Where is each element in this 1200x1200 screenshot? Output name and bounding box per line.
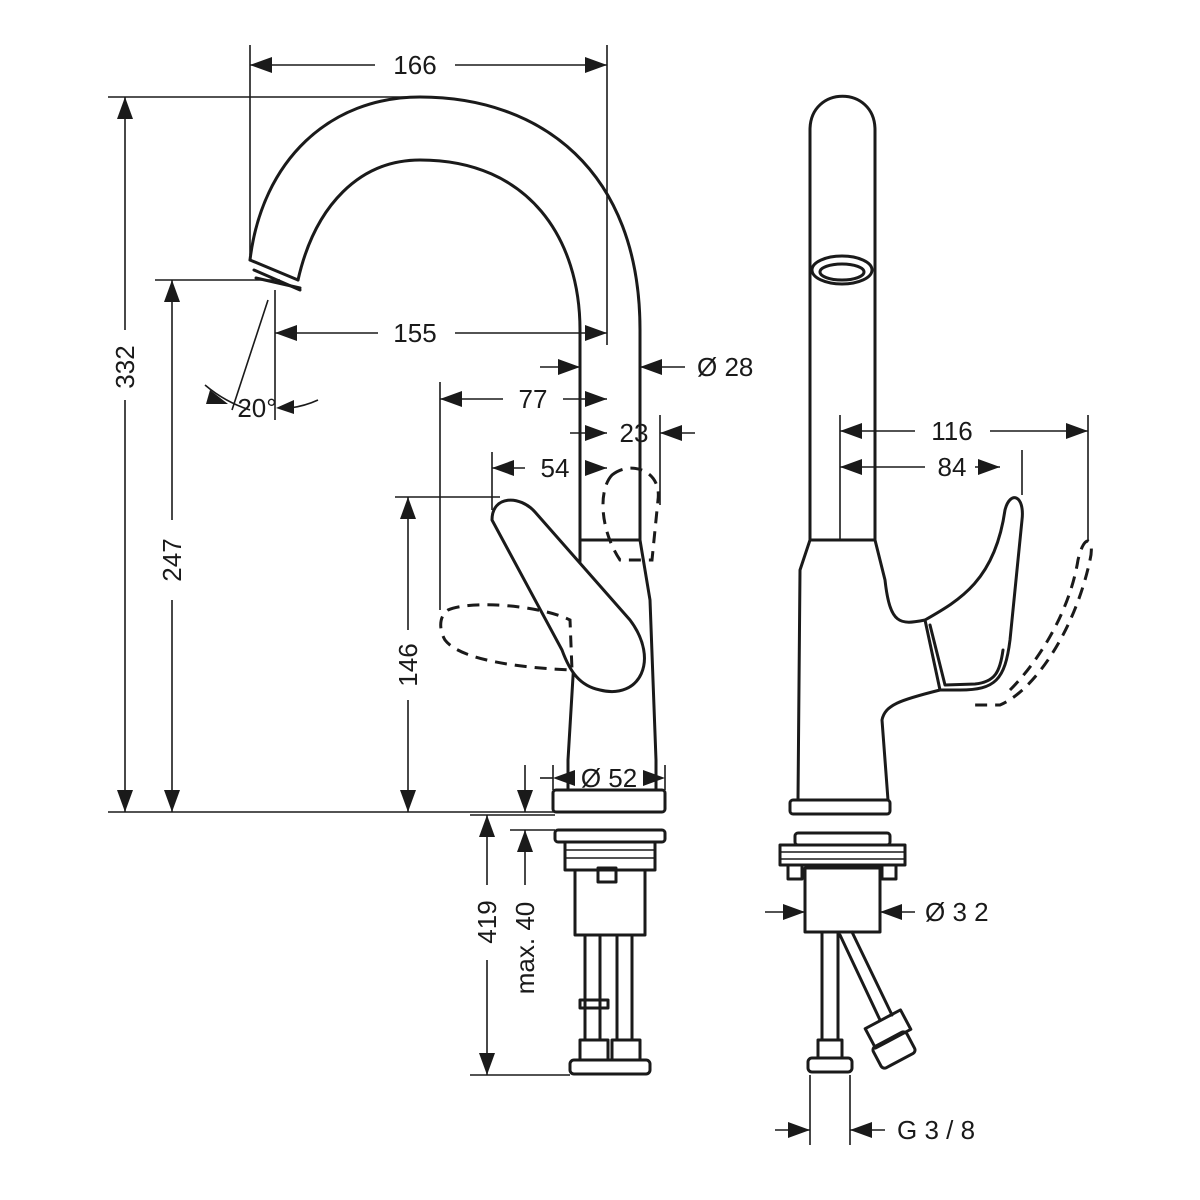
side-body bbox=[796, 538, 942, 802]
spout-outlet bbox=[810, 254, 874, 286]
dim-diameter-28: Ø 28 bbox=[697, 352, 753, 382]
front-view bbox=[108, 95, 667, 1076]
dim-155: 155 bbox=[393, 318, 436, 348]
side-dimensions: 116 84 Ø 3 2 G 3 / 8 bbox=[765, 415, 1089, 1145]
dim-166: 166 bbox=[393, 50, 436, 80]
dim-419: 419 bbox=[472, 900, 502, 943]
dim-247: 247 bbox=[157, 538, 187, 581]
dim-77: 77 bbox=[519, 384, 548, 414]
dim-54: 54 bbox=[541, 453, 570, 483]
side-view bbox=[778, 94, 1093, 1074]
dim-332: 332 bbox=[110, 345, 140, 388]
lever bbox=[490, 498, 646, 693]
side-lever bbox=[923, 496, 1024, 692]
side-mounting-assembly bbox=[778, 831, 917, 1074]
spout bbox=[248, 95, 642, 542]
side-spout bbox=[808, 94, 877, 542]
lever-open-position bbox=[439, 603, 574, 672]
dim-116: 116 bbox=[931, 416, 972, 446]
dim-diameter-52: Ø 52 bbox=[581, 763, 637, 793]
front-dimensions: 166 332 247 155 Ø 28 77 bbox=[108, 45, 753, 1076]
dim-thread-g38: G 3 / 8 bbox=[897, 1115, 975, 1145]
mounting-assembly bbox=[553, 828, 667, 1076]
dim-angle-20: 20° bbox=[237, 393, 276, 423]
dim-146: 146 bbox=[393, 643, 423, 686]
dim-max-40: max. 40 bbox=[510, 902, 540, 995]
dim-23: 23 bbox=[620, 418, 649, 448]
side-lever-open-position bbox=[970, 539, 1093, 707]
dim-diameter-32: Ø 3 2 bbox=[925, 897, 989, 927]
dim-84: 84 bbox=[938, 452, 967, 482]
lever-closed-position bbox=[601, 466, 660, 562]
